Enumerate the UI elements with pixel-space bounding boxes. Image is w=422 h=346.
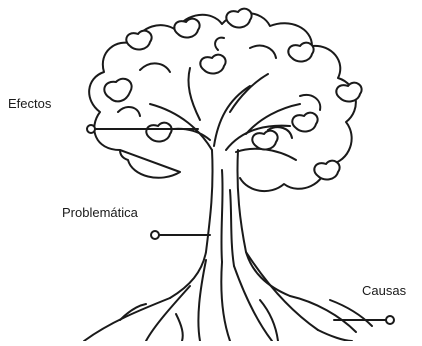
callout-effects — [87, 125, 198, 133]
label-causes: Causas — [362, 284, 406, 297]
tree-trunk — [170, 150, 213, 298]
label-effects: Efectos — [8, 97, 51, 110]
tree-leaves — [104, 9, 361, 180]
callout-causes — [334, 316, 394, 324]
label-problem: Problemática — [62, 206, 138, 219]
tree-roots — [84, 252, 372, 341]
callout-problem — [151, 231, 210, 239]
